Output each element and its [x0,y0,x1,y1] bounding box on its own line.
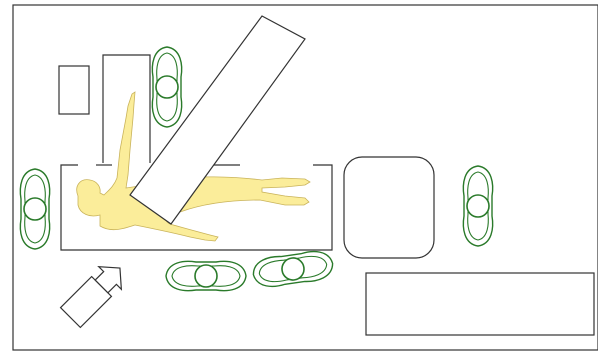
side-cart [343,156,435,259]
staff-person-icon [165,260,247,292]
staff-person-icon [462,165,494,247]
overhead-boom-arm [129,15,306,225]
staff-person-icon [19,168,51,250]
equipment-unit [102,54,151,163]
camera-icon [59,265,123,329]
patient-figure [76,91,311,242]
staff-person-icon [151,46,183,128]
instrument-table [365,272,595,336]
cabinet [58,65,90,115]
staff-person-icon [252,250,334,288]
